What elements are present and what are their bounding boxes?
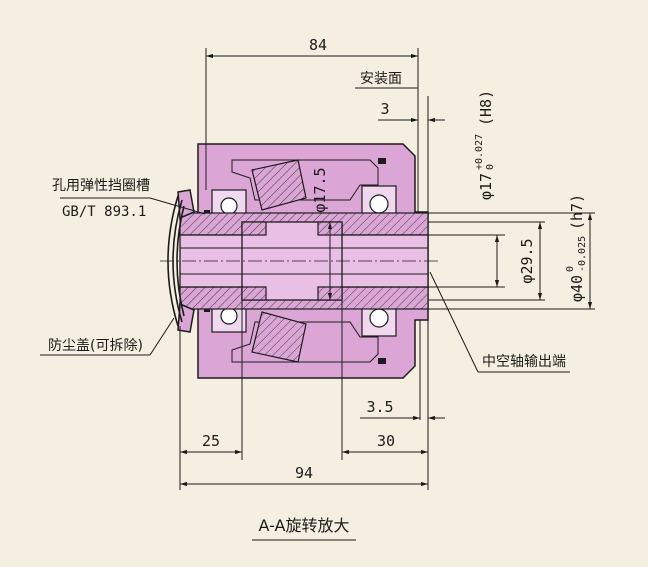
dim-overall-bottom: 94 xyxy=(295,464,313,482)
svg-text:+0.027: +0.027 xyxy=(474,134,485,170)
view-title: A-A旋转放大 xyxy=(259,516,350,535)
svg-text:φ17: φ17 xyxy=(477,173,495,200)
dim-gap-bottom: 3.5 xyxy=(366,398,393,416)
label-retaining-ring-standard: GB/T 893.1 xyxy=(62,204,146,220)
svg-text:-0.025: -0.025 xyxy=(577,236,588,272)
dim-overall-top: 84 xyxy=(309,36,327,54)
dim-bore-diameter: φ17 +0.027 0 (H8) xyxy=(474,90,496,200)
svg-text:0: 0 xyxy=(485,164,496,170)
label-hollow-output-end: 中空轴输出端 xyxy=(482,354,566,370)
dim-face-offset: 3 xyxy=(380,100,389,118)
svg-text:(H8): (H8) xyxy=(477,90,495,126)
dim-left-depth: 25 xyxy=(202,432,220,450)
leader-lines xyxy=(40,197,570,373)
extension-lines xyxy=(179,48,595,490)
dimension-lines xyxy=(180,53,593,487)
svg-text:(h7): (h7) xyxy=(568,194,586,230)
dim-outer-diameter: φ40 0 -0.025 (h7) xyxy=(565,194,588,302)
dim-shaft-diameter: φ29.5 xyxy=(518,238,536,283)
label-mounting-face: 安装面 xyxy=(360,71,402,87)
svg-text:φ40: φ40 xyxy=(568,275,586,302)
svg-text:0: 0 xyxy=(565,266,576,272)
label-dust-cover: 防尘盖(可拆除) xyxy=(48,338,143,354)
dim-hub-diameter: φ17.5 xyxy=(311,167,329,212)
label-retaining-ring-groove: 孔用弹性挡圈槽 xyxy=(52,178,150,194)
dim-right-depth: 30 xyxy=(377,432,395,450)
